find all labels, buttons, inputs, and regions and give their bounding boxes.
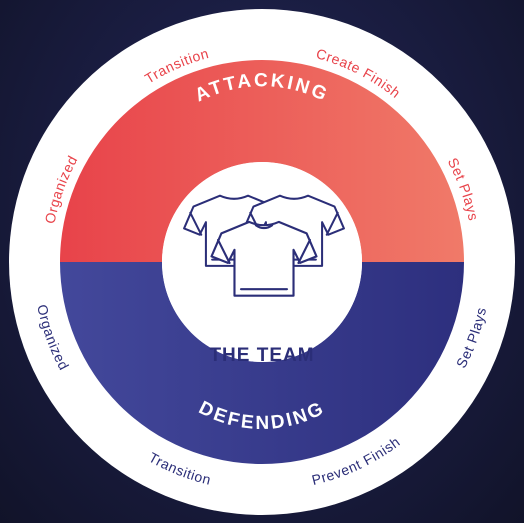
- attacking-segment: [60, 60, 464, 262]
- center-label: THE TEAM: [209, 345, 314, 366]
- defending-segment: [60, 262, 464, 464]
- shirts-icon: [183, 194, 345, 297]
